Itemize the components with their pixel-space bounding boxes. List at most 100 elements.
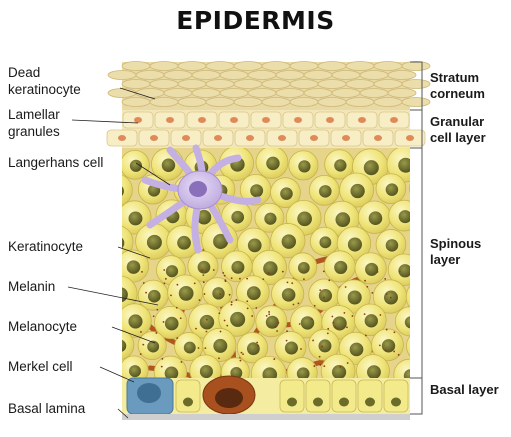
dead-keratinocyte (135, 88, 165, 98)
keratinocyte-nucleus (363, 160, 379, 176)
label-basal-lamina: Basal lamina (8, 401, 86, 416)
dead-keratinocyte (261, 79, 291, 89)
melanin-granule (346, 362, 349, 364)
melanin-granule (286, 281, 289, 284)
granular-nucleus (118, 135, 126, 141)
melanin-granule (318, 355, 321, 358)
melanin-granule (156, 308, 159, 311)
keratinocyte-nucleus (196, 209, 212, 225)
melanin-granule (246, 307, 249, 310)
dead-keratinocyte (401, 61, 431, 71)
dead-keratinocyte (303, 88, 333, 98)
melanin-granule (163, 282, 166, 285)
label-melanin: Melanin (8, 279, 56, 294)
melanin-granule (393, 331, 396, 334)
keratinocyte-nucleus (262, 367, 278, 378)
melanin-granule (262, 278, 265, 281)
basal-nucleus (287, 397, 297, 407)
melanin-granule (277, 321, 280, 324)
dead-keratinocyte (317, 97, 347, 107)
merkel-cell (126, 377, 174, 415)
label-granular-line2: cell layer (430, 130, 486, 145)
dead-keratinocyte (261, 97, 291, 107)
dead-keratinocyte (317, 79, 347, 89)
dead-keratinocyte (233, 79, 263, 89)
granular-nucleus (326, 117, 334, 123)
keratinocyte (406, 335, 410, 357)
melanin-granule (179, 317, 182, 320)
granular-nucleus (262, 117, 270, 123)
label-basal-layer: Basal layer (430, 382, 499, 397)
basal-cell (279, 379, 305, 413)
keratinocyte-nucleus (381, 339, 396, 353)
dead-keratinocyte (121, 79, 151, 89)
melanin-granule (176, 337, 179, 340)
keratinocyte-nucleus (419, 183, 431, 195)
melanin-granule (246, 300, 249, 303)
melanin-granule (322, 270, 325, 273)
keratinocyte-nucleus (213, 338, 228, 353)
label-lamellar-line1: Lamellar (8, 107, 60, 122)
keratinocyte-nucleus (349, 342, 364, 357)
melanin-granule (371, 292, 374, 294)
keratinocyte-nucleus (398, 157, 410, 173)
melanin-granule (230, 277, 233, 280)
melanin-granule (140, 331, 142, 333)
melanin-granule (219, 330, 222, 333)
keratinocyte-nucleus (231, 210, 245, 224)
dead-keratinocyte (387, 70, 417, 80)
keratinocyte-nucleus (280, 187, 293, 200)
keratinocyte-nucleus (398, 264, 410, 278)
keratinocyte-nucleus (247, 342, 260, 356)
label-leader-lines (67, 87, 171, 419)
melanin-granule (336, 327, 339, 330)
dead-keratinocyte (177, 79, 207, 89)
dead-keratinocyte (177, 97, 207, 107)
label-lamellar-line2: granules (8, 124, 60, 139)
dead-keratinocyte (289, 97, 319, 107)
keratinocyte-nucleus (183, 341, 196, 354)
melanin-granule (204, 347, 207, 350)
dead-keratinocyte (303, 70, 333, 80)
dead-keratinocyte (289, 79, 319, 89)
melanin-granule (175, 306, 178, 309)
label-langerhans-cell: Langerhans cell (8, 155, 104, 170)
melanin-granule (285, 339, 288, 342)
keratinocyte-nucleus (403, 369, 410, 378)
keratinocyte (122, 174, 133, 206)
keratinocyte-nucleus (265, 315, 279, 329)
keratinocyte-nucleus (398, 210, 410, 224)
melanin-granule (319, 289, 322, 292)
melanin-granule (228, 293, 231, 296)
label-dead-line1: Dead (8, 65, 41, 80)
keratinocyte-nucleus (164, 316, 179, 331)
dead-keratinocyte (345, 61, 375, 71)
keratinocyte-nucleus (300, 316, 315, 330)
melanin-granule (224, 279, 227, 282)
basal-cell (175, 379, 201, 413)
dead-keratinocyte (359, 88, 389, 98)
keratinocyte-nucleus (297, 261, 310, 274)
keratinocyte-nucleus (213, 233, 229, 249)
keratinocyte-nucleus (122, 186, 124, 196)
melanin-granule (265, 314, 268, 317)
keratinocyte-nucleus (296, 367, 310, 378)
dead-keratinocyte (317, 61, 347, 71)
melanin-granule (300, 348, 302, 350)
melanin-granule (313, 365, 316, 367)
dead-keratinocyte (331, 70, 361, 80)
keratinocyte-nucleus (164, 366, 179, 378)
dead-keratinocyte (121, 97, 151, 107)
melanin-granule (142, 282, 145, 284)
melanin-granule (205, 330, 208, 333)
melanin-granule (334, 326, 337, 328)
melanin-granule (385, 349, 387, 352)
melanin-granule (230, 301, 233, 303)
melanin-granule (195, 327, 197, 330)
label-melanocyte: Melanocyte (8, 319, 78, 334)
melanin-granule (397, 353, 400, 356)
melanin-granule (202, 274, 205, 276)
melanin-granule (298, 323, 301, 325)
keratinocyte-nucleus (165, 265, 179, 278)
keratinocyte-nucleus (128, 211, 143, 226)
